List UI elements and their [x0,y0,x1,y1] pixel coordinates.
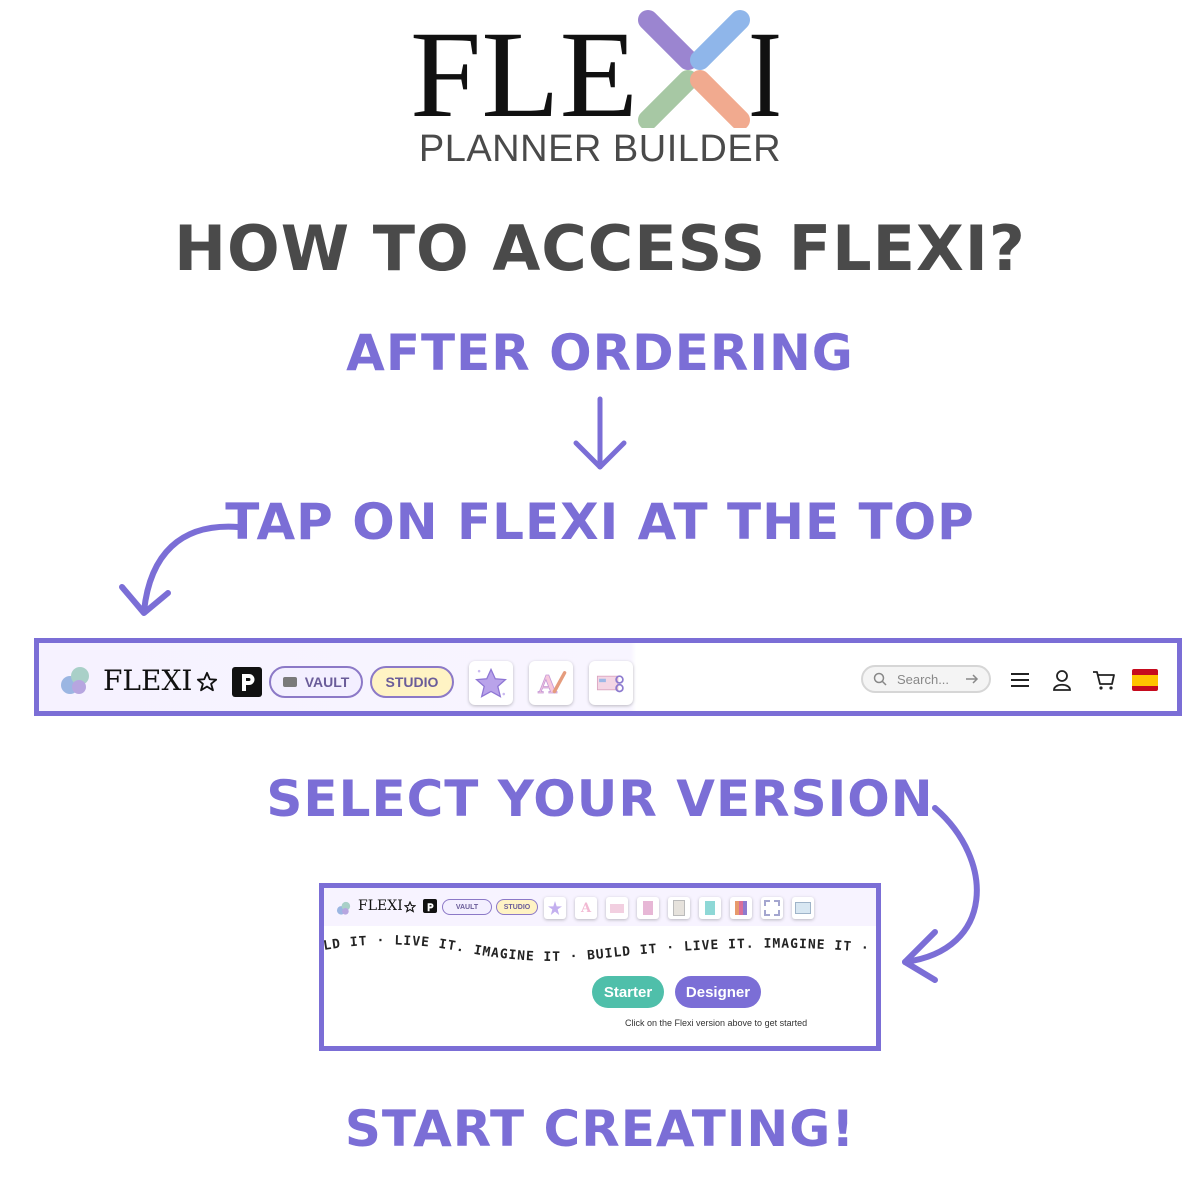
menu-icon[interactable] [1010,671,1030,689]
mini-studio-button[interactable]: STUDIO [496,899,538,915]
mini-letter-a-icon[interactable]: A [575,897,597,919]
version-select-preview: FLEXI VAULT STUDIO A LD IT · LIVE IT. IM… [319,883,881,1051]
brand-mark-icon [61,667,89,694]
arrow-right-icon[interactable] [965,673,979,685]
scissors-craft-icon[interactable] [589,661,633,705]
studio-button[interactable]: STUDIO [370,666,454,698]
curved-arrow-left-icon [119,523,241,616]
spain-flag-icon[interactable] [1132,669,1158,691]
logo-subtitle: PLANNER BUILDER [418,128,782,170]
flexi-logo: FLE I [410,8,782,128]
page-title: HOW TO ACCESS FLEXI? [174,212,1026,285]
logo-wordmark-i: I [748,8,782,128]
starter-button[interactable]: Starter [592,976,664,1008]
vault-label: VAULT [304,674,350,690]
mini-notebook-teal-icon[interactable] [699,897,721,919]
svg-text:A: A [537,671,557,699]
mini-star-sticker-icon[interactable] [544,897,566,919]
mini-brand-mark-icon [336,901,351,915]
mini-header: FLEXI VAULT STUDIO A [324,888,876,926]
curved-slogan-text: LD IT · LIVE IT. IMAGINE IT · BUILD IT ·… [324,933,869,964]
mini-flexi-link[interactable]: FLEXI [358,898,403,914]
mini-notebook-gray-icon[interactable] [668,897,690,919]
step-start-creating: START CREATING! [344,1100,856,1158]
site-header-preview: FLEXI VAULT STUDIO A [34,638,1182,716]
mini-frame-icon[interactable] [761,897,783,919]
search-input[interactable]: Search... [861,665,991,693]
star-outline-icon[interactable] [196,671,218,693]
mini-scissors-icon[interactable] [606,897,628,919]
header-flexi-link[interactable]: FLEXI [103,664,193,697]
designer-button[interactable]: Designer [675,976,761,1008]
logo-wordmark-fle: FLE [410,8,638,128]
search-icon [873,672,887,686]
mini-sticker-sheet-icon[interactable] [792,897,814,919]
mini-palette-icon[interactable] [730,897,752,919]
vault-icon [282,677,297,687]
svg-text:LD IT · LIVE IT. IMAGINE IT ·: LD IT · LIVE IT. IMAGINE IT · BUILD IT ·… [324,933,870,964]
letter-a-pencil-icon[interactable]: A [529,661,573,705]
arrow-down-icon [573,396,627,470]
instruction-note: Click on the Flexi version above to get … [625,1018,808,1028]
curved-slogan: LD IT · LIVE IT. IMAGINE IT · BUILD IT ·… [324,933,870,964]
mini-vault-button[interactable]: VAULT [442,899,492,915]
star-sticker-icon[interactable] [469,661,513,705]
account-icon[interactable] [1052,669,1072,691]
search-placeholder: Search... [897,672,950,687]
step-after-ordering: AFTER ORDERING [346,324,854,382]
p-app-icon[interactable] [232,667,262,697]
mini-notebook-pink-icon[interactable] [637,897,659,919]
cart-icon[interactable] [1092,669,1116,691]
curved-arrow-down-left-icon [902,805,980,983]
step-tap-on-flexi: TAP ON FLEXI AT THE TOP [225,493,975,551]
vault-button[interactable]: VAULT [269,666,363,698]
mini-p-app-icon[interactable] [423,899,437,913]
mini-star-icon[interactable] [404,901,416,913]
step-select-version: SELECT YOUR VERSION [266,770,934,828]
